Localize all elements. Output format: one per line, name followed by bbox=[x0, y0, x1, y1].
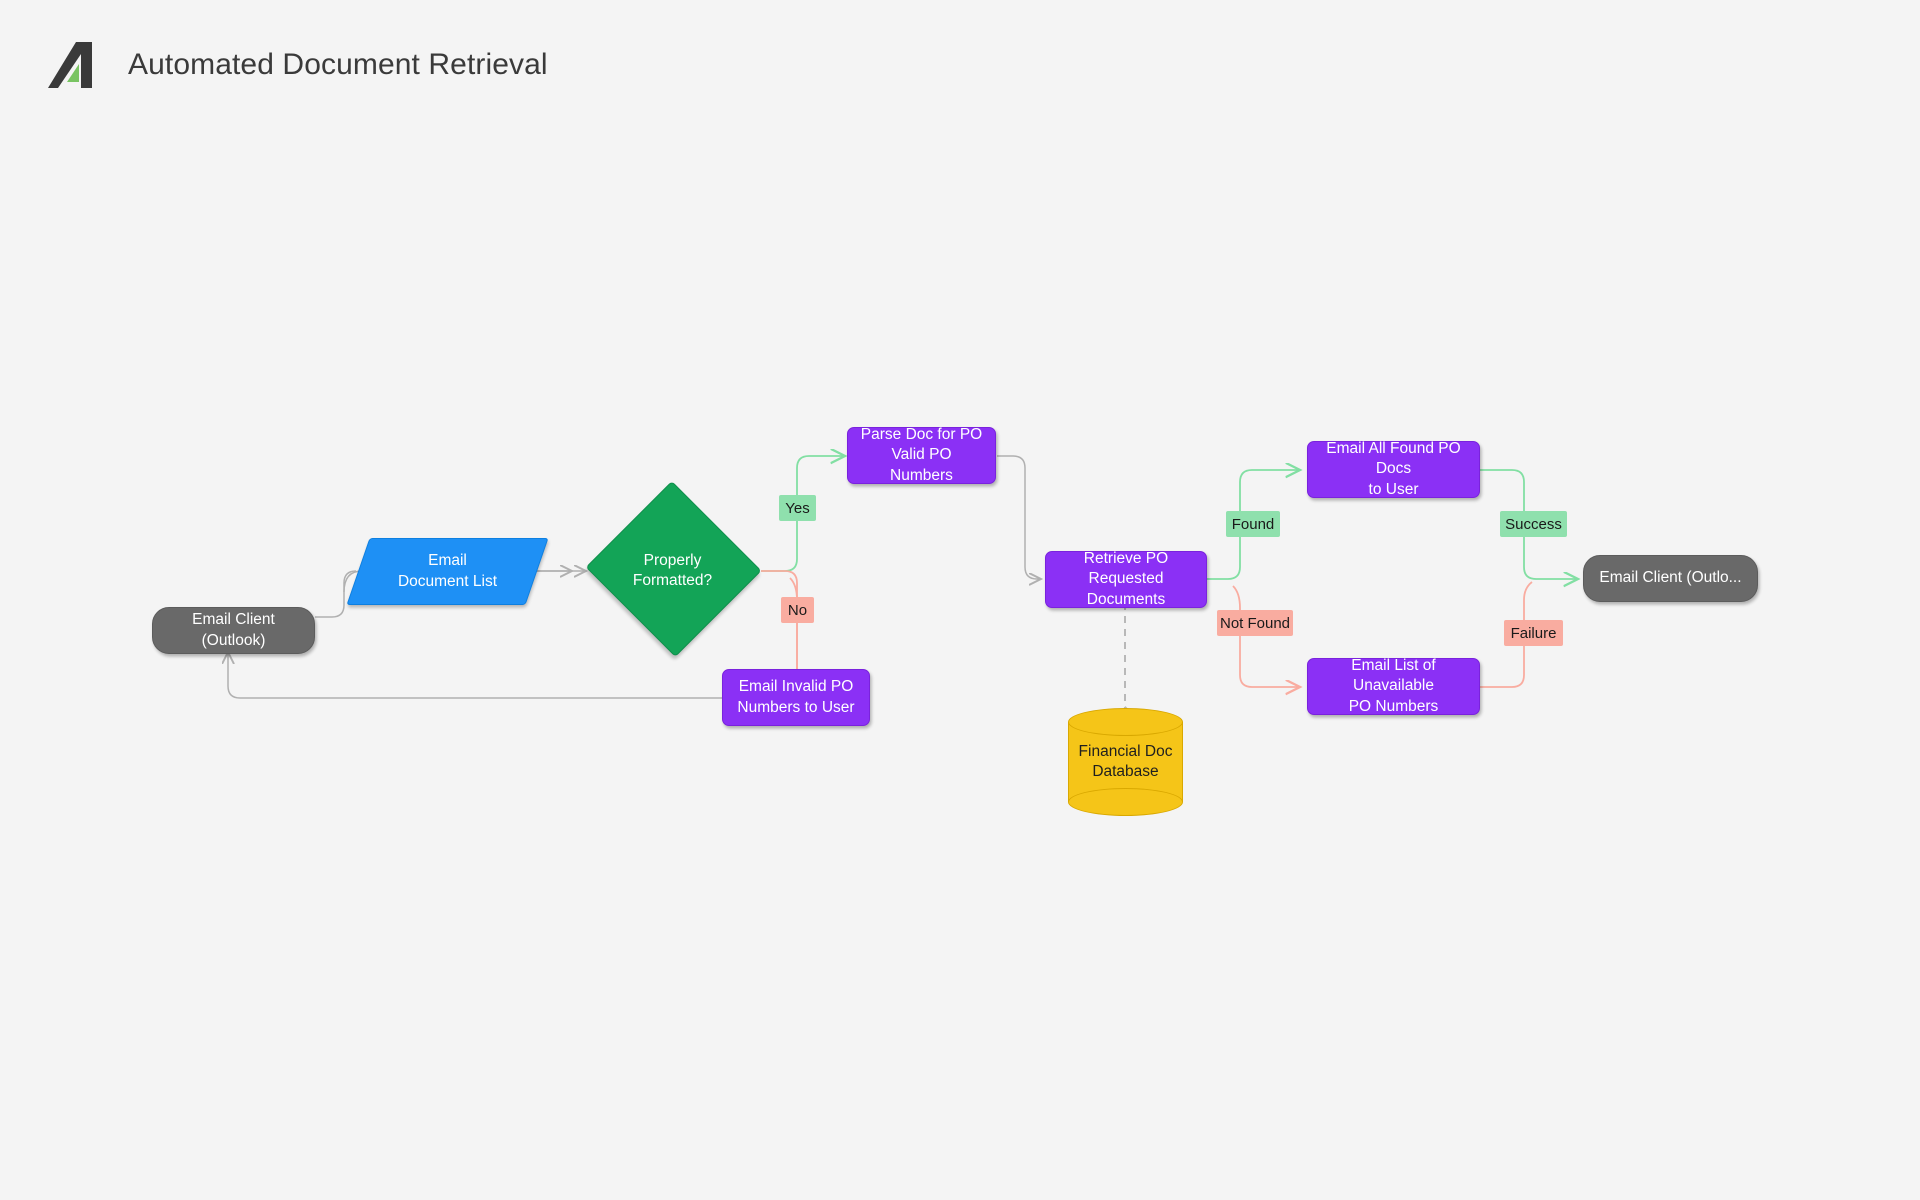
node-label: Email All Found PO Docs to User bbox=[1326, 439, 1461, 498]
node-label: Email Client (Outlook) bbox=[192, 611, 275, 649]
cylinder-top bbox=[1068, 708, 1183, 736]
node-end-email-client[interactable]: Email Client (Outlo... bbox=[1583, 555, 1758, 602]
cylinder-bottom bbox=[1068, 788, 1183, 816]
node-start-email-client[interactable]: Email Client (Outlook) bbox=[152, 607, 315, 654]
node-label: Email Document List bbox=[397, 552, 498, 590]
edge-label-success: Success bbox=[1500, 511, 1567, 537]
node-properly-formatted[interactable]: Properly Formatted? bbox=[584, 481, 762, 658]
node-label: Email Client (Outlo... bbox=[1599, 569, 1742, 587]
node-email-found-po-docs[interactable]: Email All Found PO Docs to User bbox=[1307, 439, 1480, 498]
node-parse-doc-po[interactable]: Parse Doc for PO Valid PO Numbers bbox=[847, 425, 996, 484]
node-label: Email Invalid PO Numbers to User bbox=[737, 678, 855, 716]
node-financial-doc-database[interactable]: Financial Doc Database bbox=[1068, 708, 1183, 816]
node-email-document-list[interactable]: Email Document List bbox=[346, 538, 549, 605]
node-email-unavailable-po[interactable]: Email List of Unavailable PO Numbers bbox=[1307, 656, 1480, 715]
edge-label-yes: Yes bbox=[779, 495, 816, 521]
node-label: Parse Doc for PO Valid PO Numbers bbox=[860, 425, 983, 484]
arrowhead-logo-icon bbox=[48, 42, 92, 88]
node-label: Email List of Unavailable PO Numbers bbox=[1348, 656, 1439, 715]
node-label: Retrieve PO Requested Documents bbox=[1083, 549, 1169, 608]
node-label: Properly Formatted? bbox=[632, 551, 713, 589]
node-retrieve-po-documents[interactable]: Retrieve PO Requested Documents bbox=[1045, 549, 1207, 608]
node-label: Financial Doc Database bbox=[1078, 742, 1173, 780]
edge-label-found: Found bbox=[1226, 511, 1280, 537]
app-header: Automated Document Retrieval bbox=[48, 40, 548, 90]
node-email-invalid-po[interactable]: Email Invalid PO Numbers to User bbox=[722, 669, 870, 726]
edge-label-not-found: Not Found bbox=[1217, 610, 1293, 636]
edge-label-no: No bbox=[781, 597, 814, 623]
page-title: Automated Document Retrieval bbox=[128, 48, 548, 81]
edge-label-failure: Failure bbox=[1504, 620, 1563, 646]
